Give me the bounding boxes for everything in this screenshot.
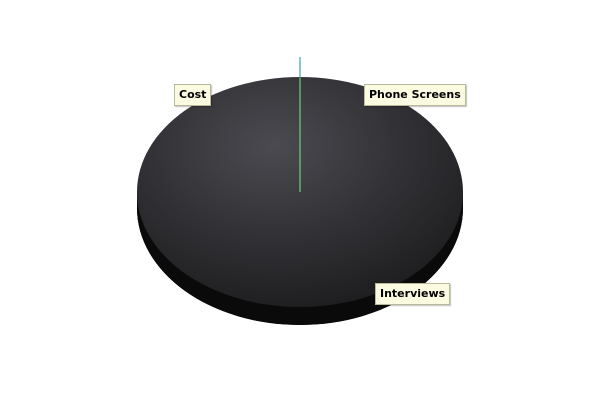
slice-label-phone-screens: Phone Screens	[364, 84, 466, 106]
slice-label-interviews: Interviews	[375, 283, 451, 305]
slice-label-cost: Cost	[174, 84, 212, 106]
